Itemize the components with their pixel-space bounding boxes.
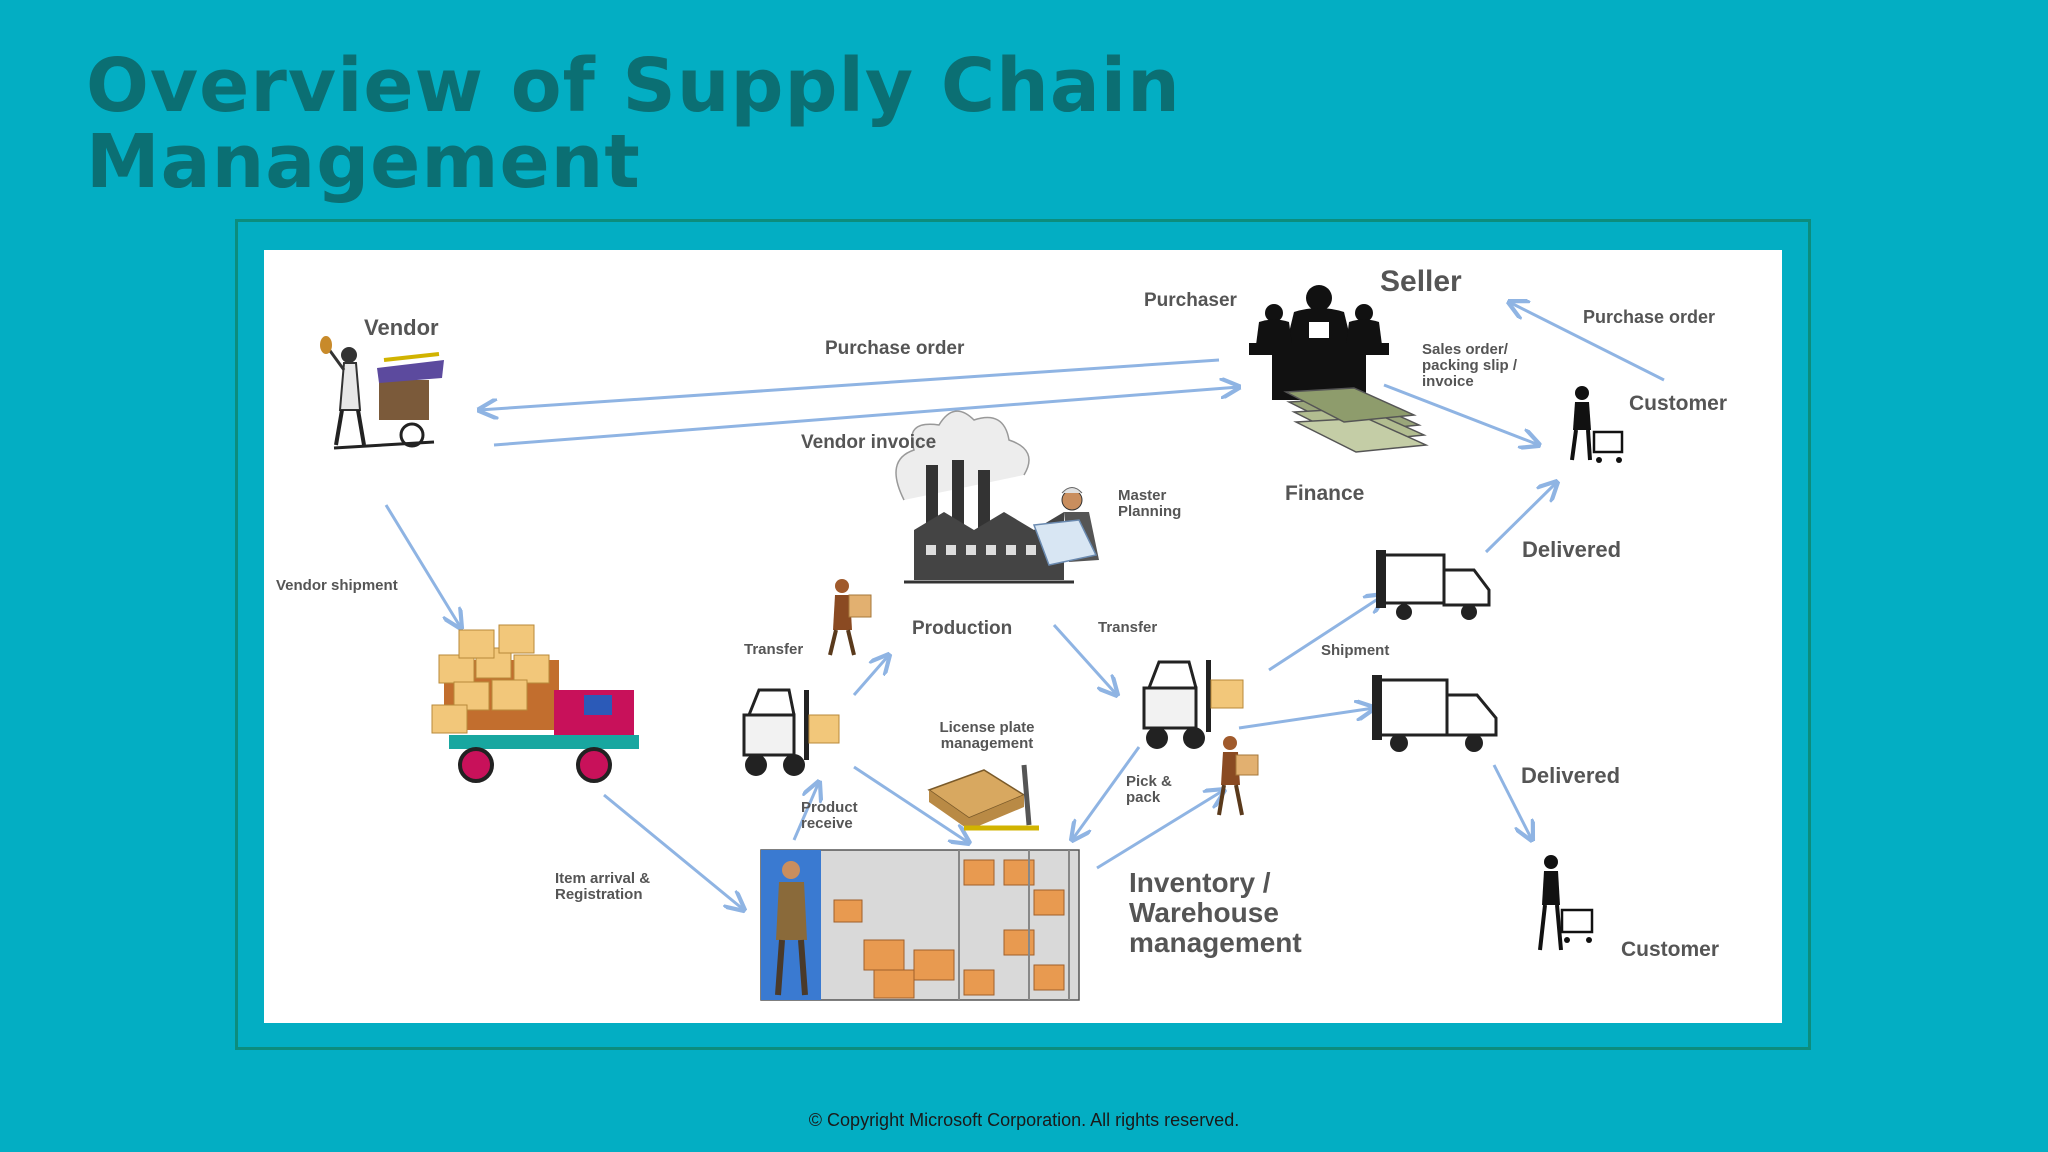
item-arrival-label: Item arrival & Registration xyxy=(555,870,651,903)
arrow-product-receive xyxy=(792,782,819,841)
arrow-sales-order xyxy=(1383,383,1539,445)
arrow-vendor-shipment xyxy=(384,504,461,628)
customer-top-label: Customer xyxy=(1629,392,1728,415)
arrow-delivered-top xyxy=(1484,482,1557,554)
transfer-left-label: Transfer xyxy=(744,641,804,658)
arrow-shipment-bottom xyxy=(1238,708,1374,730)
vendor-label: Vendor xyxy=(364,315,439,340)
master-planning-illustration xyxy=(1032,487,1099,566)
delivered-bottom-label: Delivered xyxy=(1521,763,1621,788)
arrow-purchase-order-vendor xyxy=(479,358,1220,410)
arrow-delivered-bottom xyxy=(1492,764,1532,840)
factory-illustration xyxy=(895,410,1074,584)
vendor-truck-illustration xyxy=(431,624,639,783)
diagram-graphics xyxy=(320,285,1665,1001)
production-label: Production xyxy=(912,618,1013,639)
arrow-pick-pack xyxy=(1096,790,1224,870)
vendor-illustration xyxy=(320,336,444,450)
master-planning-label: Master Planning xyxy=(1118,487,1182,520)
slide-title: Overview of Supply Chain Management xyxy=(86,43,1181,205)
vendor-invoice-label: Vendor invoice xyxy=(801,432,937,453)
product-receive-label: Product receive xyxy=(801,799,858,832)
arrow-transfer-left xyxy=(852,655,889,696)
forklift-right-illustration xyxy=(1142,660,1244,749)
delivered-top-label: Delivered xyxy=(1522,537,1622,562)
seller-illustration xyxy=(1249,285,1389,400)
pick-pack-label: Pick & pack xyxy=(1126,773,1172,806)
customer-bottom-illustration xyxy=(1538,855,1594,951)
copyright-footer: © Copyright Microsoft Corporation. All r… xyxy=(808,1110,1240,1130)
sales-order-label: Sales order/ packing slip / invoice xyxy=(1422,341,1518,390)
customer-top-illustration xyxy=(1570,386,1624,463)
supply-chain-diagram: Vendor Seller Purchaser Finance Customer… xyxy=(264,250,1782,1023)
delivery-truck-bottom-illustration xyxy=(1372,675,1498,752)
pallet-jack-illustration xyxy=(927,764,1039,831)
arrow-shipment-top xyxy=(1268,595,1384,672)
license-plate-label: License plate management xyxy=(939,719,1035,752)
finance-label: Finance xyxy=(1285,482,1365,505)
arrow-to-inventory xyxy=(1072,746,1141,840)
vendor-shipment-label: Vendor shipment xyxy=(276,577,398,594)
arrow-to-warehouse xyxy=(853,765,969,843)
flow-arrows xyxy=(384,302,1665,910)
delivery-truck-top-illustration xyxy=(1376,550,1491,620)
arrow-item-arrival xyxy=(603,793,744,910)
finance-money-illustration xyxy=(1283,387,1429,453)
diagram-frame xyxy=(235,219,1811,1050)
pick-pack-worker-illustration xyxy=(1217,736,1259,816)
arrow-purchase-order-customer xyxy=(1509,302,1665,382)
forklift-left-illustration xyxy=(742,688,840,776)
purchase-order-vendor-label: Purchase order xyxy=(825,338,965,359)
arrow-vendor-invoice xyxy=(493,387,1239,447)
customer-bottom-label: Customer xyxy=(1621,938,1720,961)
purchase-order-customer-label: Purchase order xyxy=(1583,307,1716,327)
inventory-label: Inventory / Warehouse management xyxy=(1129,867,1302,958)
transfer-worker-illustration xyxy=(828,579,872,656)
warehouse-illustration xyxy=(760,849,1080,1001)
shipment-label: Shipment xyxy=(1321,642,1390,659)
purchaser-label: Purchaser xyxy=(1144,290,1237,311)
transfer-right-label: Transfer xyxy=(1098,619,1158,636)
seller-label: Seller xyxy=(1380,265,1462,298)
arrow-transfer-right xyxy=(1052,623,1117,695)
